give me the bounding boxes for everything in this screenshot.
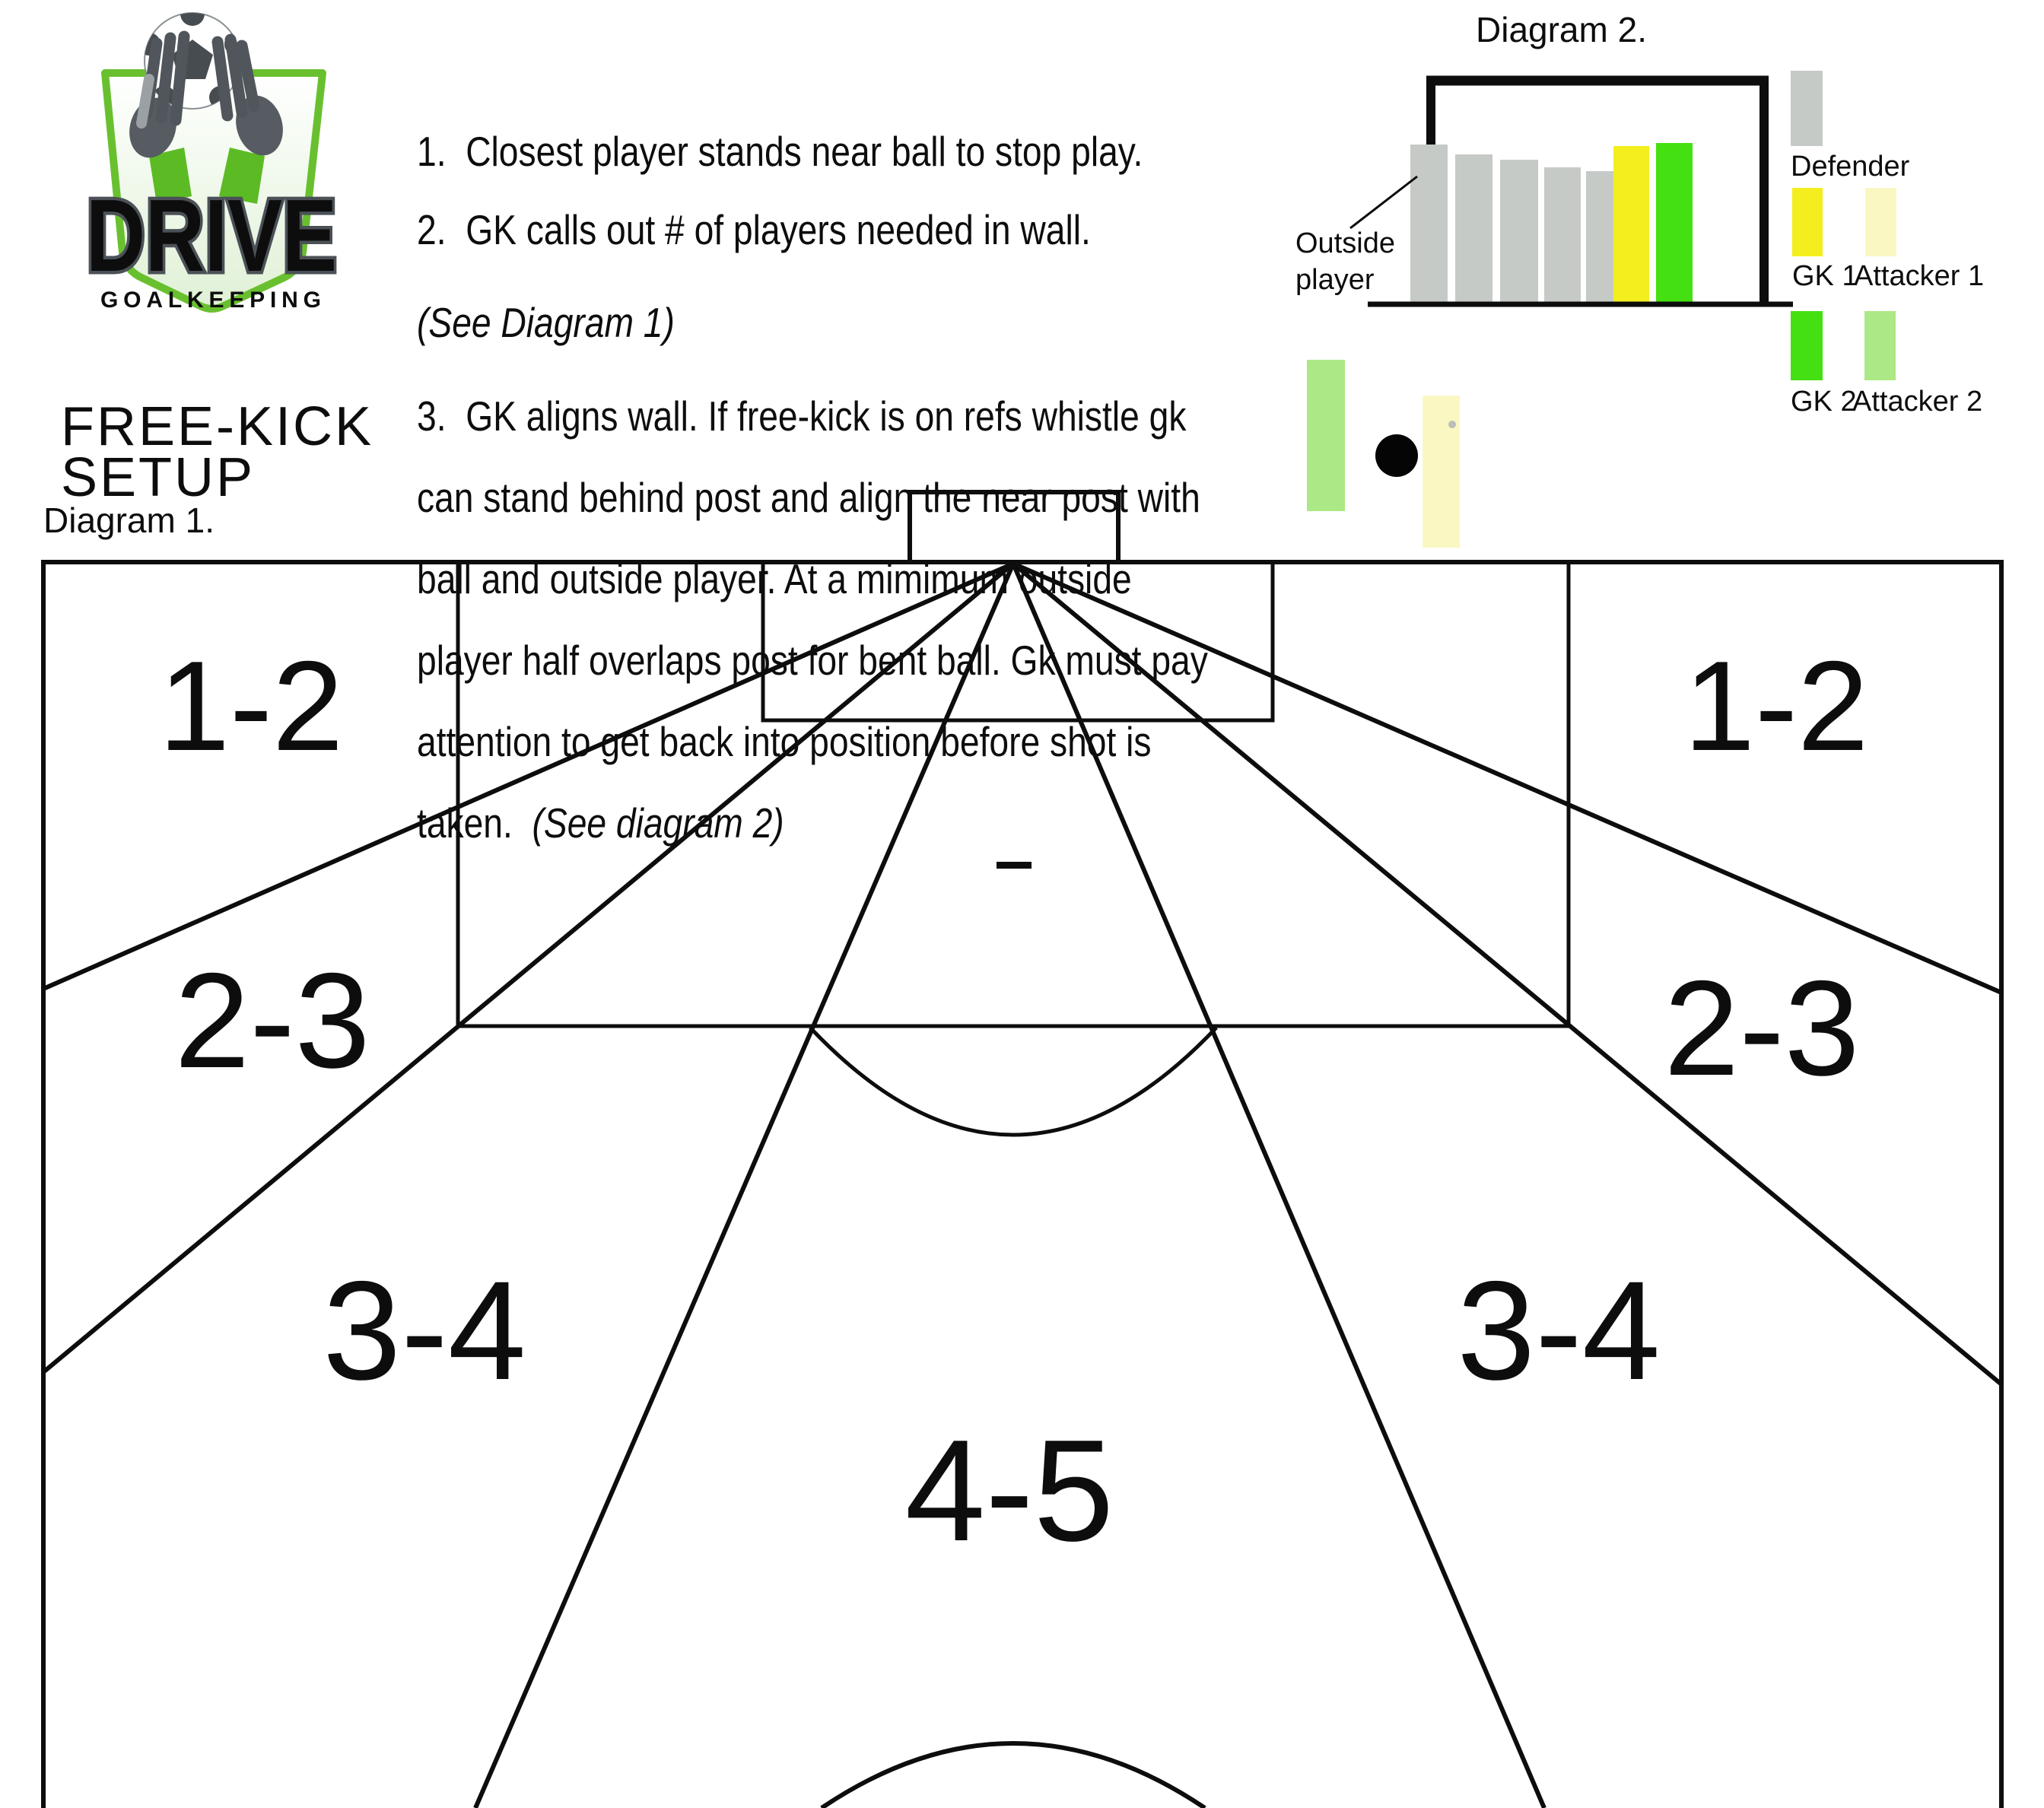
legend-gk2-label: GK 2 [1791, 386, 1857, 418]
zone-label-bottom-left: 3-4 [323, 1253, 526, 1409]
glove-fingers [141, 30, 260, 126]
instruction-line: 2. GK calls out # of players needed in w… [417, 206, 1091, 253]
wall-bar-defender [1500, 160, 1538, 302]
bottom-circle-arc [820, 1741, 1206, 1808]
glove-thumb [136, 74, 154, 129]
attacker2-bar [1307, 360, 1345, 511]
zone-label-bottom-right: 3-4 [1457, 1253, 1660, 1409]
drive-goalkeeping-logo: DRIVE GOALKEEPING [83, 12, 341, 313]
legend-gk2-swatch [1791, 311, 1823, 380]
legend-gk1-swatch [1792, 188, 1823, 256]
right-glove-palm [236, 95, 283, 156]
right-sleeve [219, 148, 265, 204]
wall-bar-defender [1410, 145, 1448, 302]
legend-attacker2-swatch [1864, 311, 1896, 380]
instruction-line: 1. Closest player stands near ball to st… [417, 128, 1143, 175]
diagram1: Diagram 1. [41, 490, 2004, 1808]
instruction-line: can stand behind post and align the near… [417, 474, 1200, 521]
zone-label-mid-right: 2-3 [1664, 952, 1859, 1104]
legend-attacker1-swatch [1865, 188, 1896, 256]
legend-attacker1-label: Attacker 1 [1854, 260, 1984, 292]
outside-player-pointer-line [1349, 175, 1418, 230]
zone-label-top-right: 1-2 [1684, 634, 1869, 777]
diagram2-goal-frame [1426, 75, 1769, 303]
instruction-line: attention to get back into position befo… [417, 718, 1152, 765]
left-sleeve [149, 148, 192, 204]
diagram1-field-lines [41, 490, 2004, 1808]
zone-fan-lines [42, 561, 2003, 1808]
legend-defender-label: Defender [1791, 151, 1910, 183]
wall-bar-gk2 [1656, 143, 1693, 302]
zone-label-mid-left: 2-3 [174, 945, 370, 1096]
diagram2-title: Diagram 2. [1476, 10, 1647, 49]
wall-bar-defender [1455, 154, 1492, 302]
zone-labels: 1-2 1-2 2-3 2-3 3-4 3-4 4-5 [159, 634, 1869, 1571]
logo-brand-text: DRIVE [86, 178, 337, 293]
penalty-box [456, 562, 1571, 1028]
instruction-line: (See Diagram 1) [417, 299, 675, 346]
free-kick-ball [1375, 434, 1418, 477]
wall-bar-gk1 [1613, 146, 1649, 302]
page-title-line1: FREE-KICK [61, 396, 374, 457]
legend-attacker2-label: Attacker 2 [1852, 386, 1982, 418]
attacker1-dot [1448, 421, 1456, 428]
diagram2-legend: Defender GK 1 Attacker 1 GK 2 Attacker 2 [1791, 71, 1984, 418]
outside-player-label-line1: Outside [1295, 227, 1395, 259]
outside-player-label-line2: player [1295, 264, 1375, 296]
instructions-block: 1. Closest player stands near ball to st… [417, 128, 1208, 847]
wall-bar-defender [1544, 167, 1581, 302]
legend-gk1-label: GK 1 [1792, 260, 1858, 292]
zone-label-top-left: 1-2 [159, 634, 344, 777]
instruction-line: player half overlaps post for bent ball.… [417, 637, 1208, 684]
penalty-spot-dash [997, 862, 1032, 869]
page-title-line2: SETUP [61, 447, 255, 508]
diagram2: Diagram 2. Outside player Defender GK 1 … [1295, 10, 1984, 548]
diagram1-title: Diagram 1. [43, 500, 215, 540]
six-yard-box [761, 562, 1275, 723]
zone-label-center: 4-5 [905, 1410, 1114, 1571]
penalty-arc [809, 1026, 1218, 1137]
diagram2-wall-bars [1410, 143, 1693, 302]
logo-subtitle-text: GOALKEEPING [100, 288, 321, 313]
attacker1-bar [1423, 396, 1460, 548]
instruction-line: taken. (See diagram 2) [417, 799, 784, 847]
legend-defender-swatch [1791, 71, 1823, 146]
page-title: FREE-KICK SETUP [61, 396, 374, 508]
instruction-line: 3. GK aligns wall. If free-kick is on re… [417, 392, 1187, 440]
